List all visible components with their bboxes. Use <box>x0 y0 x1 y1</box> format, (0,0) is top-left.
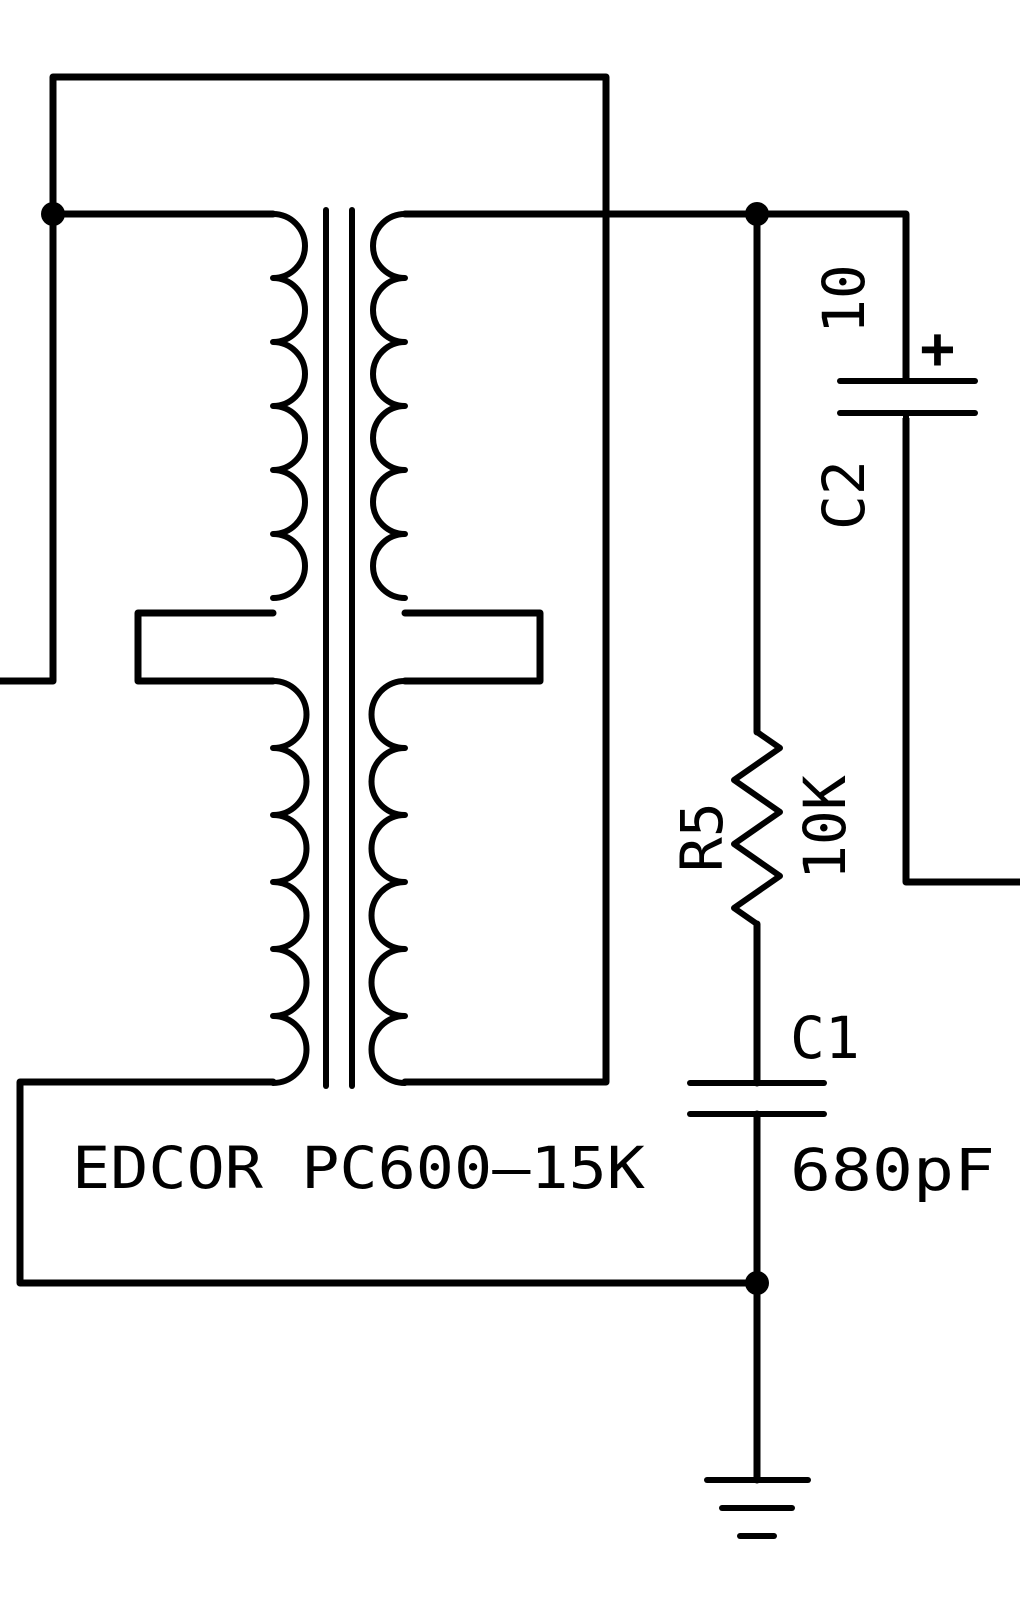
r5-value-label: 10K <box>791 775 859 880</box>
junction-top-left <box>41 202 65 226</box>
c1-ref-label: C1 <box>790 1004 860 1072</box>
junction-top-right <box>745 202 769 226</box>
resistor-icon <box>731 729 783 927</box>
primary-center-tap <box>134 609 277 685</box>
primary-winding-upper <box>270 211 308 601</box>
secondary-winding-lower <box>368 678 408 1086</box>
transformer-part-label: EDCOR PC600—15K <box>72 1134 645 1202</box>
c1-value-label: 680pF <box>790 1136 995 1204</box>
c2-polarity-label: + <box>920 314 955 382</box>
capacitor-icon <box>687 1080 827 1117</box>
c2-ref-label: C2 <box>810 460 878 530</box>
r5-ref-label: R5 <box>668 802 736 872</box>
wire-top-loop <box>0 73 610 1086</box>
junction-bottom <box>745 1271 769 1295</box>
transformer-icon <box>134 207 544 1089</box>
c2-value-label: 10 <box>810 264 878 334</box>
polarized-capacitor-icon <box>837 211 978 885</box>
secondary-winding-upper <box>370 211 408 601</box>
wire-bottom-loop <box>16 1078 761 1287</box>
ground-icon <box>704 1477 811 1539</box>
primary-winding-lower <box>270 678 310 1086</box>
secondary-center-tap <box>401 609 544 685</box>
